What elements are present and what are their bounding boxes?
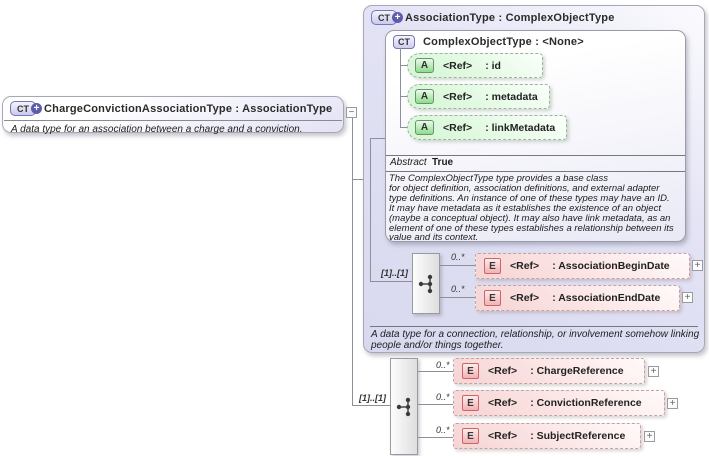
element-name: : ChargeReference (530, 365, 624, 377)
complex-type-icon: CT (393, 35, 415, 49)
element-icon: E (462, 395, 479, 411)
element-ref: <Ref> (488, 365, 518, 377)
type-header: CT + AssociationType : ComplexObjectType (364, 6, 704, 27)
plus-icon: + (31, 103, 42, 114)
expand-button[interactable]: + (648, 366, 659, 377)
element-icon: E (462, 428, 479, 444)
attribute-name: : id (485, 59, 501, 72)
element-connector (418, 437, 453, 438)
type-title: ComplexObjectType : <None> (423, 36, 584, 48)
sequence-connector (370, 281, 412, 282)
occurs-label: 0..* (436, 425, 450, 435)
element-charge-reference[interactable]: E <Ref> : ChargeReference (453, 358, 645, 384)
collapse-button[interactable]: − (346, 107, 357, 118)
attribute-icon: A (415, 120, 434, 135)
type-annotation: A data type for an association between a… (11, 124, 303, 135)
element-association-end-date[interactable]: E <Ref> : AssociationEndDate (475, 285, 680, 311)
occurs-label: 0..* (436, 392, 450, 402)
base-connector-trunk (370, 138, 371, 282)
element-name: : AssociationEndDate (552, 292, 661, 304)
element-connector (418, 404, 453, 405)
sequence-compositor[interactable] (390, 358, 418, 455)
attribute-ref: <Ref> (443, 121, 473, 134)
expand-button[interactable]: + (692, 260, 703, 271)
annotation-separator (370, 326, 698, 327)
sequence-icon (418, 274, 432, 293)
abstract-value: True (432, 157, 454, 168)
expand-button[interactable]: + (682, 292, 693, 303)
element-ref: <Ref> (510, 260, 540, 272)
plus-icon: + (392, 12, 403, 23)
facet-separator (386, 171, 685, 172)
element-name: : SubjectReference (530, 430, 626, 442)
attribute-name: : metadata (485, 90, 538, 103)
occurs-label: 0..* (451, 252, 465, 262)
attribute-icon: A (415, 58, 434, 73)
attribute-ref: <Ref> (443, 59, 473, 72)
complex-type-derived-icon: CT + (371, 10, 403, 25)
charge-conviction-association-type-box[interactable]: CT + ChargeConvictionAssociationType : A… (2, 96, 344, 135)
attribute-icon: A (415, 89, 434, 104)
element-connector (440, 297, 475, 298)
element-ref: <Ref> (488, 397, 518, 409)
element-ref: <Ref> (488, 430, 518, 442)
abstract-label: Abstract (390, 157, 427, 168)
type-header: CT + ChargeConvictionAssociationType : A… (3, 97, 343, 118)
attribute-ref: <Ref> (443, 90, 473, 103)
element-conviction-reference[interactable]: E <Ref> : ConvictionReference (453, 390, 665, 416)
type-annotation: A data type for a connection, relationsh… (371, 329, 700, 351)
occurs-label: 0..* (451, 284, 465, 294)
element-name: : AssociationBeginDate (552, 260, 670, 272)
element-connector (418, 371, 453, 372)
element-icon: E (484, 290, 501, 306)
divider (4, 120, 342, 121)
attr-connector-stub (400, 65, 407, 66)
expand-button[interactable]: + (667, 398, 678, 409)
type-header: CT ComplexObjectType : <None> (386, 31, 685, 51)
type-title: AssociationType : ComplexObjectType (405, 11, 615, 24)
attribute-id[interactable]: A <Ref> : id (407, 53, 543, 78)
attribute-link-metadata[interactable]: A <Ref> : linkMetadata (407, 115, 567, 140)
attr-connector-stub (400, 127, 407, 128)
element-name: : ConvictionReference (530, 397, 642, 409)
attr-connector-trunk (400, 48, 401, 128)
expand-button[interactable]: + (644, 431, 655, 442)
complex-type-derived-icon: CT + (10, 101, 42, 116)
connector-trunk (352, 117, 353, 406)
facet-separator (386, 155, 685, 156)
sequence-icon (396, 397, 410, 416)
attr-connector-stub (400, 96, 407, 97)
attribute-name: : linkMetadata (485, 121, 556, 134)
base-connector-stub (370, 138, 385, 139)
sequence-compositor[interactable] (412, 253, 440, 314)
element-icon: E (484, 258, 501, 274)
sequence-cardinality: [1]..[1] (359, 393, 386, 403)
connector-to-base (352, 179, 363, 180)
sequence-cardinality: [1]..[1] (381, 268, 408, 278)
type-title: ChargeConvictionAssociationType : Associ… (44, 102, 333, 115)
element-icon: E (462, 363, 479, 379)
type-description: The ComplexObjectType type provides a ba… (389, 173, 674, 244)
element-subject-reference[interactable]: E <Ref> : SubjectReference (453, 423, 641, 449)
element-connector (440, 265, 475, 266)
connector-to-extension (352, 405, 390, 406)
element-association-begin-date[interactable]: E <Ref> : AssociationBeginDate (475, 253, 690, 279)
occurs-label: 0..* (436, 360, 450, 370)
element-ref: <Ref> (510, 292, 540, 304)
attribute-metadata[interactable]: A <Ref> : metadata (407, 84, 550, 109)
